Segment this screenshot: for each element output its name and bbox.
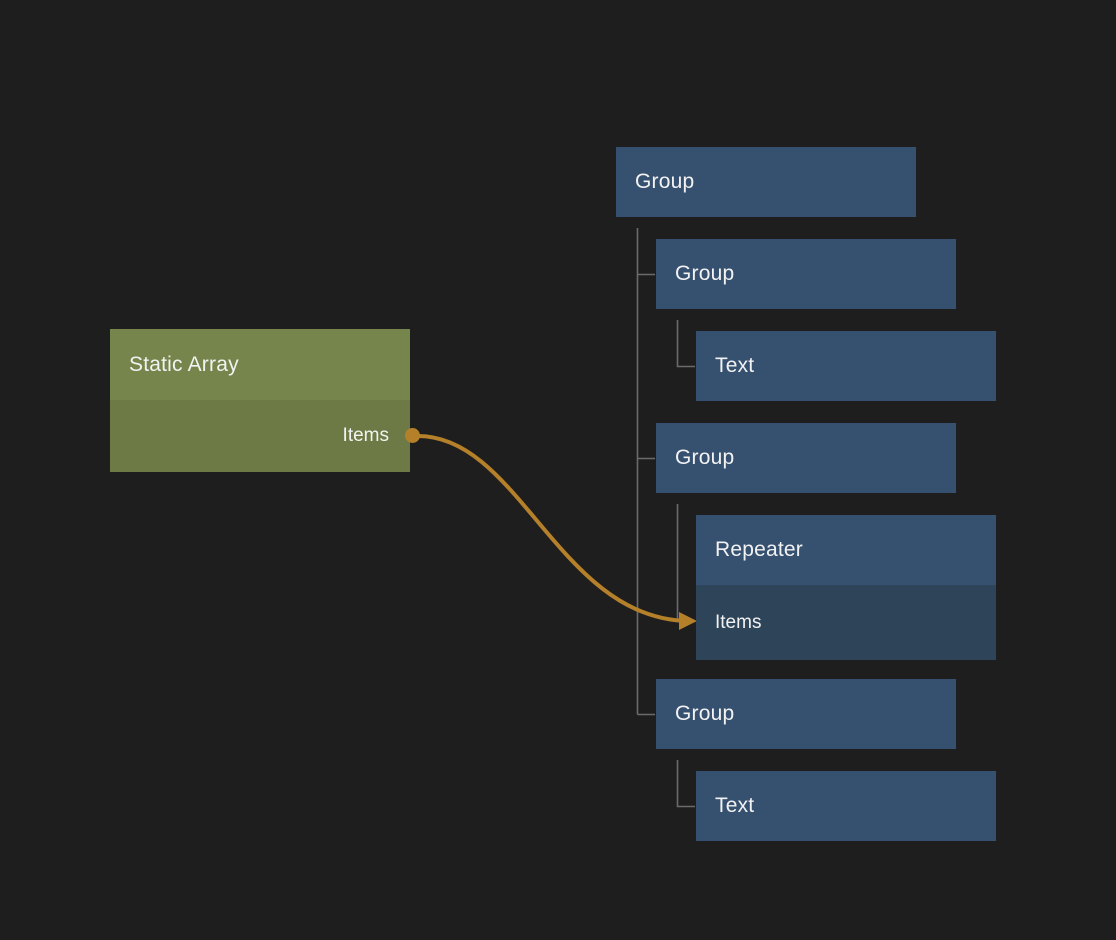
tree-node-group-root-header[interactable]: Group — [616, 147, 916, 217]
tree-node-text-1[interactable]: Text — [696, 331, 996, 401]
tree-node-repeater-header[interactable]: Repeater — [696, 515, 996, 585]
tree-node-text-1-header[interactable]: Text — [696, 331, 996, 401]
tree-node-repeater[interactable]: Repeater Items — [696, 515, 996, 660]
repeater-items-port-row[interactable]: Items — [696, 585, 996, 660]
tree-node-repeater-title: Repeater — [715, 538, 803, 561]
tree-node-text-1-title: Text — [715, 354, 755, 377]
tree-node-group-1-title: Group — [675, 262, 735, 285]
static-array-items-port-row[interactable]: Items — [110, 400, 410, 472]
tree-node-group-3[interactable]: Group — [656, 679, 956, 749]
tree-node-group-1-header[interactable]: Group — [656, 239, 956, 309]
tree-node-text-2-title: Text — [715, 794, 755, 817]
static-array-node-title: Static Array — [129, 352, 239, 376]
tree-node-group-2-title: Group — [675, 446, 735, 469]
tree-node-group-2[interactable]: Group — [656, 423, 956, 493]
tree-node-group-3-title: Group — [675, 702, 735, 725]
tree-node-group-2-header[interactable]: Group — [656, 423, 956, 493]
tree-node-text-2-header[interactable]: Text — [696, 771, 996, 841]
tree-node-group-3-header[interactable]: Group — [656, 679, 956, 749]
tree-node-group-1[interactable]: Group — [656, 239, 956, 309]
static-array-node-header[interactable]: Static Array — [110, 329, 410, 400]
tree-node-text-2[interactable]: Text — [696, 771, 996, 841]
repeater-items-port-label: Items — [715, 611, 762, 633]
static-array-items-port-label: Items — [342, 425, 389, 446]
items-output-port-dot[interactable] — [405, 428, 420, 443]
static-array-node[interactable]: Static Array Items — [110, 329, 410, 472]
tree-node-group-root-title: Group — [635, 170, 695, 193]
tree-node-group-root[interactable]: Group — [616, 147, 916, 217]
